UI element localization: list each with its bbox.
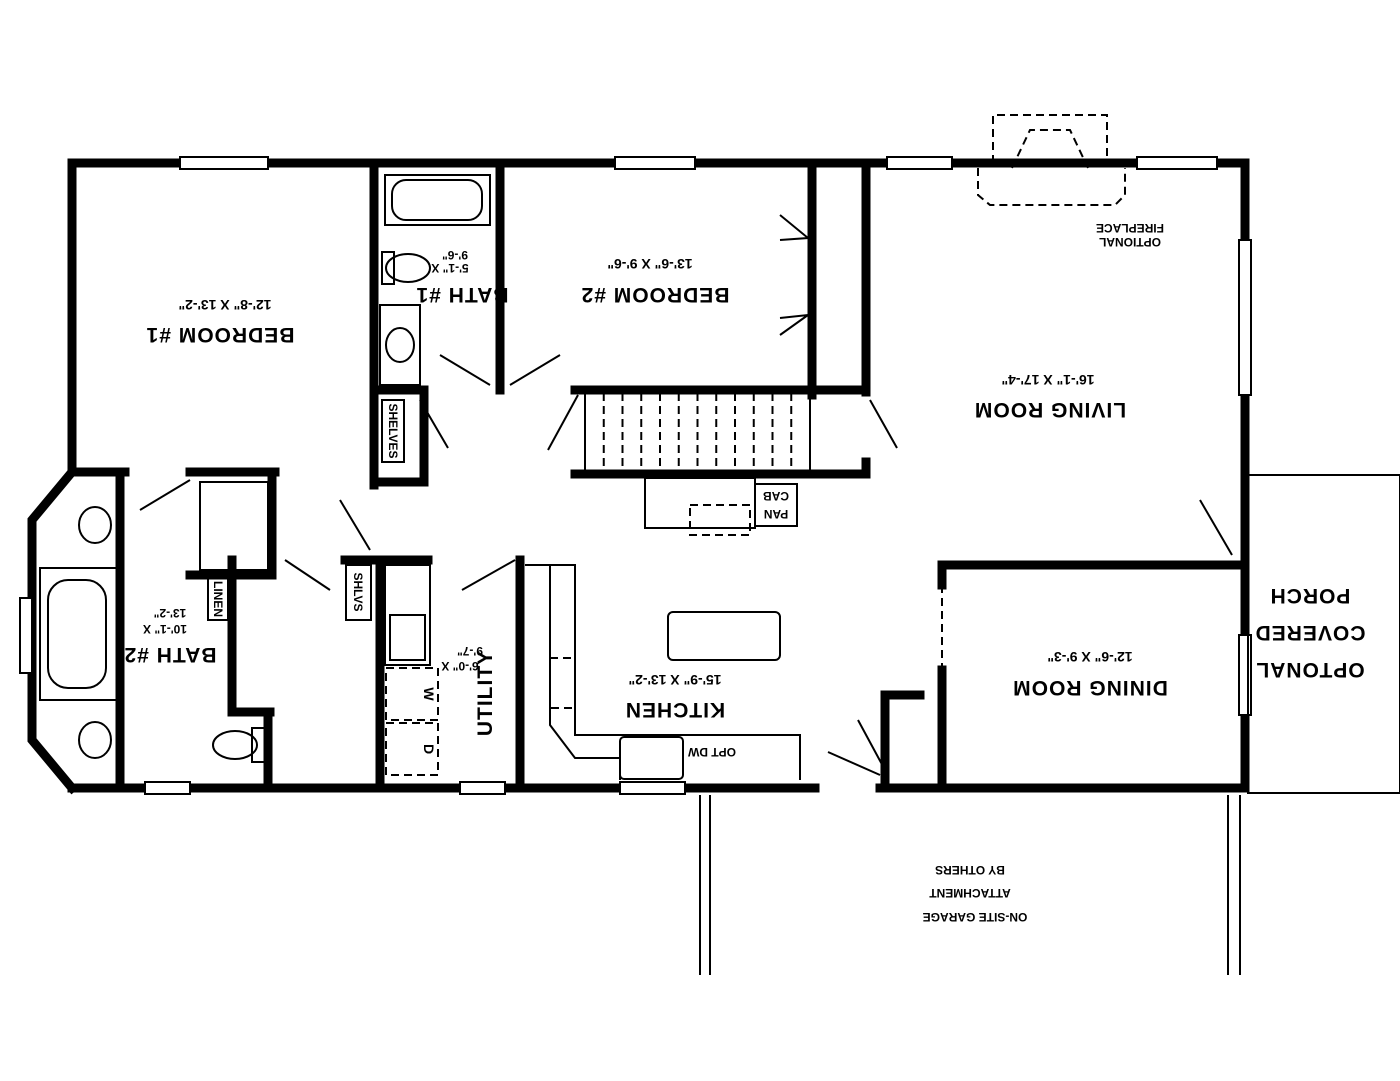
pan-label: PAN [764,507,788,521]
bedroom1-name: BEDROOM #1 [146,323,295,346]
bedroom2-size: 13'-6" X 9'-6" [607,256,692,272]
fireplace-symbol [977,114,1126,206]
bedroom2-name: BEDROOM #2 [581,283,730,306]
sink-icon [385,327,415,363]
bath2-size1: 10'-1" X [143,622,187,636]
bath2-name: BATH #2 [124,643,217,666]
toilet-icon [385,253,431,283]
porch-label-2: COVERED [1255,621,1366,644]
living-size: 16'-1" X 17'-4" [1001,372,1094,388]
porch-label-1: OPTONAL [1255,658,1364,681]
kitchen-island [667,611,781,661]
garage-label-1: ON-SITE GARAGE [923,910,1028,924]
porch-label-3: PORCH [1270,584,1351,607]
dryer-label: D [421,744,437,754]
utility-name: UTILITY [474,650,497,736]
bedroom1-size: 12'-8" X 13'-2" [178,297,271,313]
shlvs-label: SHLVS [351,572,365,611]
living-name: LIVING ROOM [974,398,1126,421]
windows [19,156,1252,795]
bath2-size2: 13'-2" [154,606,187,620]
kitchen-size: 15'-9" X 13'-2" [628,672,721,688]
shelves-label: SHELVES [386,403,400,458]
stairs [584,392,811,472]
utility-size2: 9'-7" [457,644,483,658]
kitchen-sink-icon [619,736,684,780]
dining-size: 12'-6" X 9'-3" [1047,649,1132,665]
bathtub-icon [47,579,107,689]
kitchen-name: KITCHEN [625,698,725,721]
cab-label: CAB [763,489,789,503]
linen-label: LINEN [211,581,225,617]
dining-name: DINING ROOM [1012,676,1168,699]
garage-label-2: ATTACHMENT [929,886,1011,900]
bath1-name: BATH #1 [416,283,509,306]
opt-dw-label: OPT DW [687,745,736,759]
bath1-size2: 9'-6" [442,248,468,262]
fireplace-label-2: FIREPLACE [1096,221,1164,235]
annotations: OPTIONAL FIREPLACE SHELVES SHLVS LINEN P… [211,221,1365,924]
utility-size1: 6'-0" X [441,659,478,673]
washer-label: W [421,687,437,701]
fixtures [39,174,1400,975]
bath1-size1: 5'-1" X [431,261,468,275]
garage-label-3: BY OTHERS [935,863,1005,877]
doors [139,214,1233,776]
room-labels: BEDROOM #1 12'-8" X 13'-2" BATH #1 5'-1"… [124,248,1168,736]
fireplace-label-1: OPTIONAL [1099,235,1161,249]
